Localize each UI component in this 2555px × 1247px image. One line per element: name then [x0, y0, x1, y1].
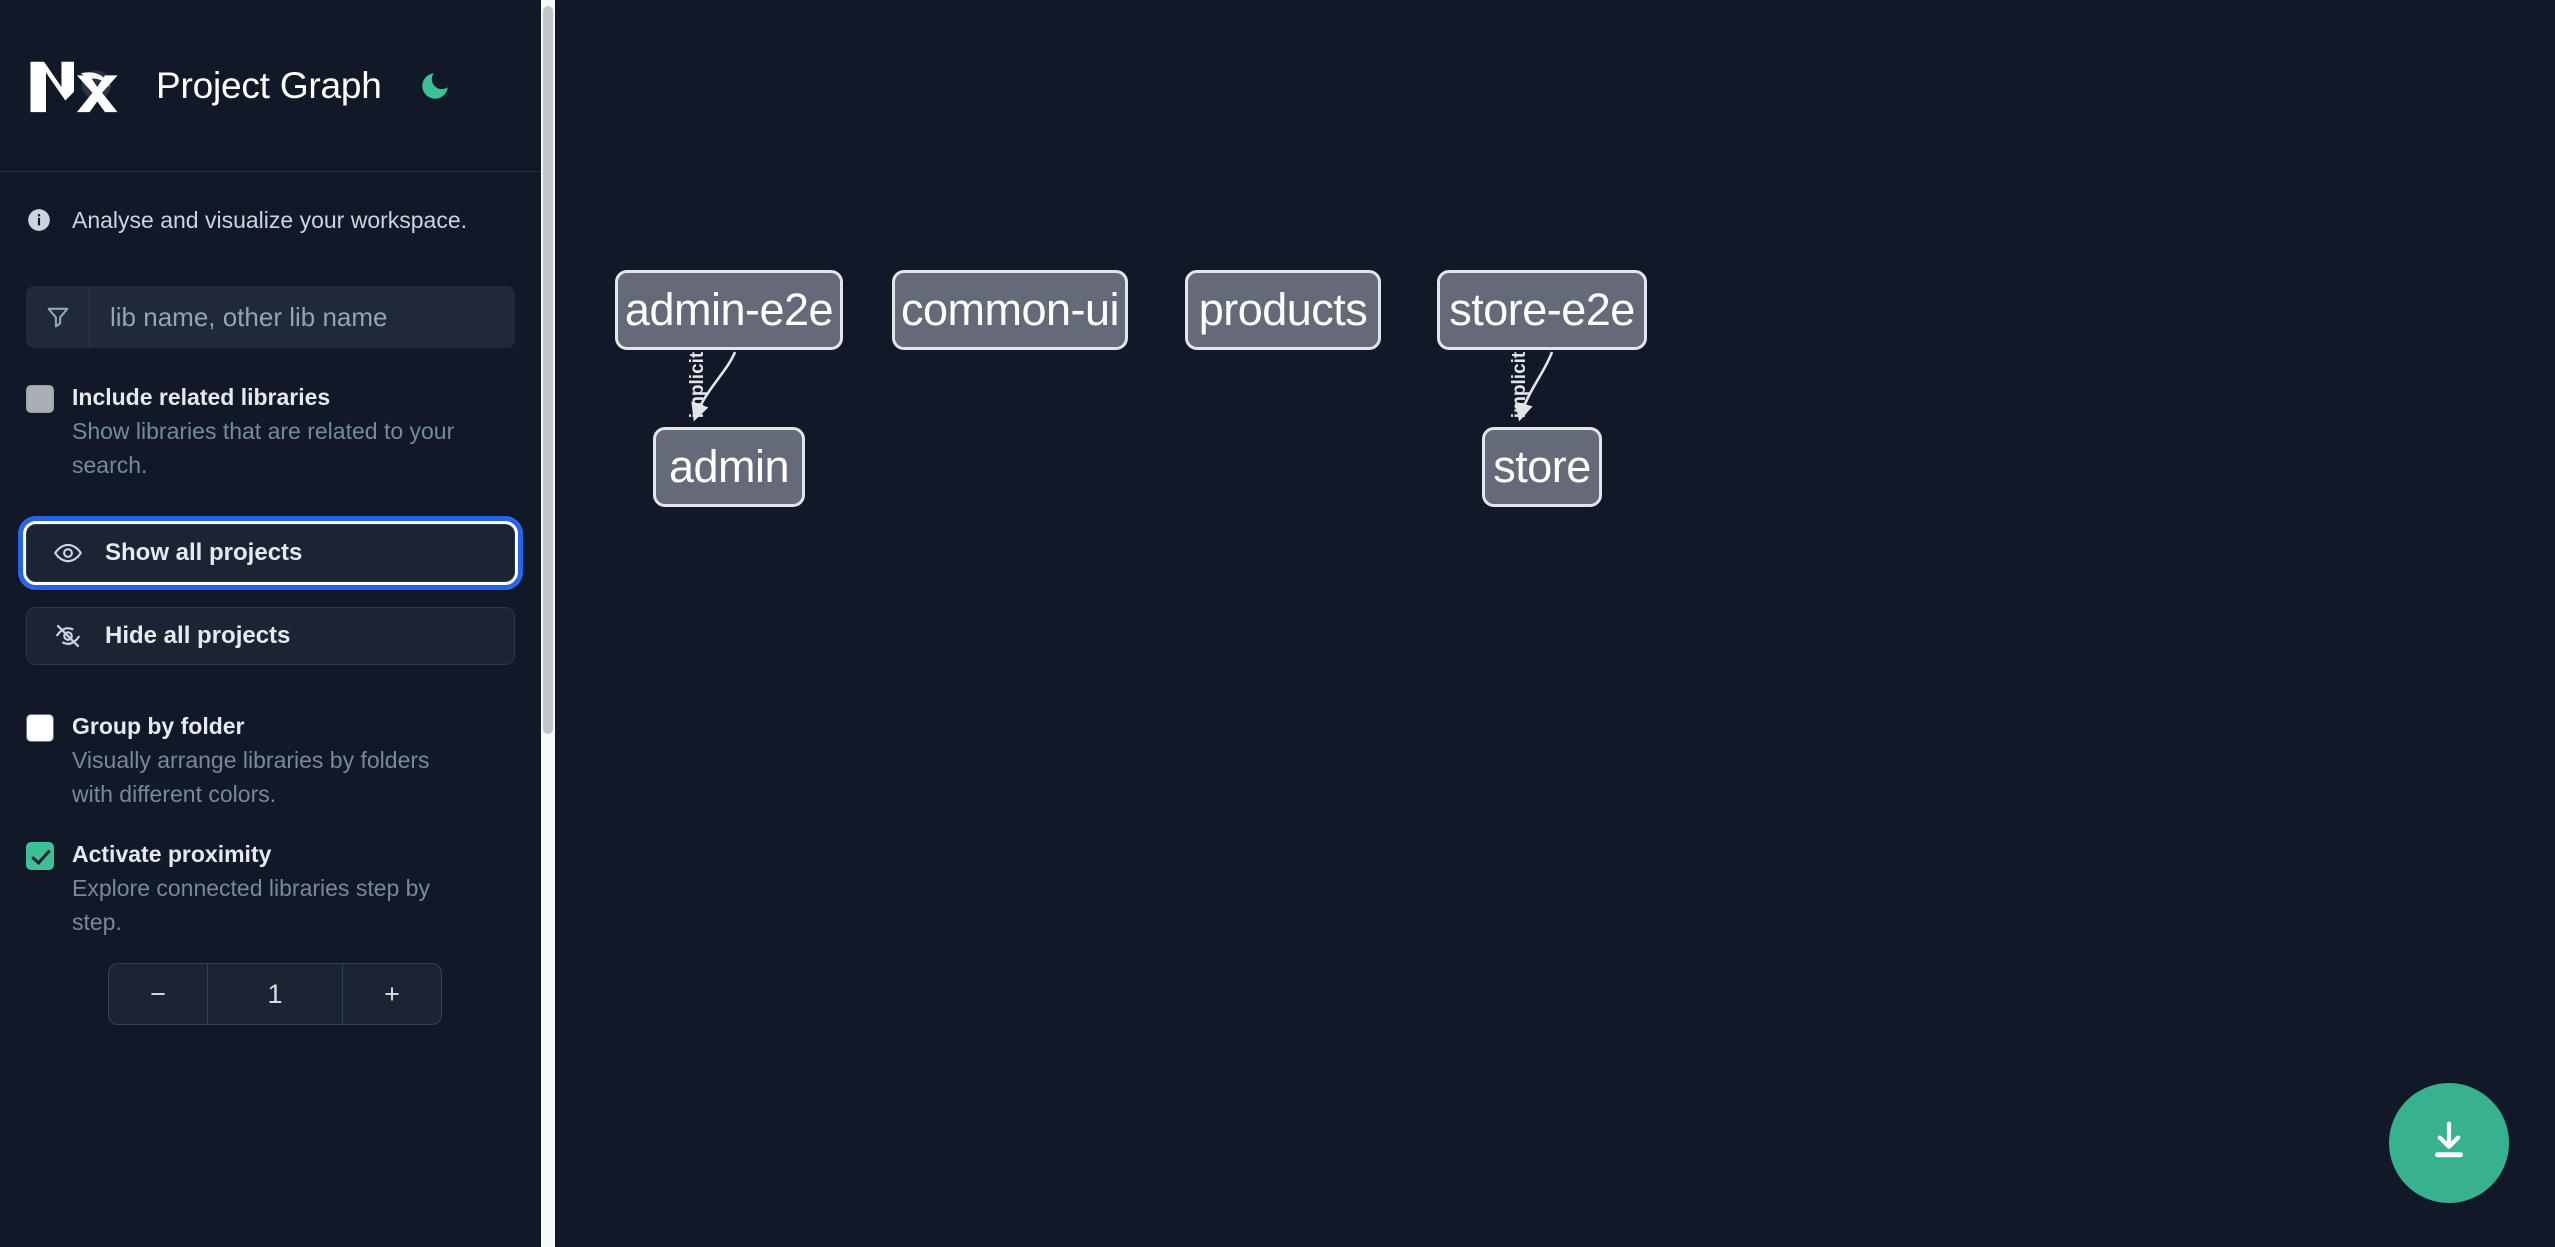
group-by-folder-checkbox[interactable] — [26, 714, 54, 742]
search-input[interactable] — [90, 286, 515, 348]
proximity-increment-button[interactable]: + — [342, 964, 441, 1024]
sidebar-content: Project Graph Analyse and visualize your… — [0, 0, 541, 1247]
graph-node-store-e2e[interactable]: store-e2e — [1437, 270, 1647, 350]
tagline-text: Analyse and visualize your workspace. — [72, 206, 468, 233]
graph-node-products[interactable]: products — [1185, 270, 1381, 350]
option-group-by-folder[interactable]: Group by folder Visually arrange librari… — [0, 709, 541, 811]
funnel-icon — [26, 286, 90, 348]
include-related-libraries-checkbox[interactable] — [26, 385, 54, 413]
graph-edges: implicit implicit — [687, 351, 1554, 422]
graph-node-common-ui[interactable]: common-ui — [892, 270, 1128, 350]
show-all-projects-button[interactable]: Show all projects — [19, 517, 522, 589]
info-icon — [26, 207, 52, 233]
hide-all-projects-button[interactable]: Hide all projects — [26, 607, 515, 665]
option-title: Activate proximity — [72, 841, 272, 867]
activate-proximity-checkbox[interactable] — [26, 842, 54, 870]
graph-node-admin-e2e[interactable]: admin-e2e — [615, 270, 843, 350]
graph-node-store[interactable]: store — [1482, 427, 1602, 507]
moon-icon[interactable] — [415, 66, 455, 106]
page-title: Project Graph — [156, 64, 382, 106]
app-header: Project Graph — [0, 0, 541, 172]
graph-node-admin[interactable]: admin — [653, 427, 805, 507]
option-title: Include related libraries — [72, 384, 331, 410]
proximity-stepper[interactable]: − 1 + — [108, 963, 442, 1025]
sidebar-scrollbar[interactable] — [541, 0, 555, 1247]
tagline: Analyse and visualize your workspace. — [0, 172, 541, 268]
nx-logo-icon — [26, 56, 124, 116]
proximity-decrement-button[interactable]: − — [109, 964, 208, 1024]
sidebar-scrollbar-thumb[interactable] — [543, 6, 553, 734]
sidebar: Project Graph Analyse and visualize your… — [0, 0, 555, 1247]
proximity-value: 1 — [267, 978, 283, 1009]
eye-icon — [53, 538, 83, 568]
show-all-projects-label: Show all projects — [105, 539, 303, 566]
option-include-related-libraries[interactable]: Include related libraries Show libraries… — [0, 380, 541, 482]
filter-row — [0, 286, 541, 348]
edge-label: implicit — [1509, 351, 1530, 418]
filter-box[interactable] — [26, 286, 515, 348]
eye-off-icon — [53, 621, 83, 651]
option-title: Group by folder — [72, 713, 245, 739]
download-button[interactable] — [2389, 1083, 2509, 1203]
option-description: Explore connected libraries step by step… — [72, 875, 430, 935]
hide-all-projects-label: Hide all projects — [105, 622, 291, 649]
option-description: Visually arrange libraries by folders wi… — [72, 747, 430, 807]
option-activate-proximity[interactable]: Activate proximity Explore connected lib… — [0, 837, 541, 939]
option-description: Show libraries that are related to your … — [72, 418, 455, 478]
download-icon — [2426, 1118, 2472, 1169]
edge-label: implicit — [687, 351, 708, 418]
graph-canvas[interactable]: implicit implicit admin-e2e common-ui pr… — [555, 0, 2555, 1247]
